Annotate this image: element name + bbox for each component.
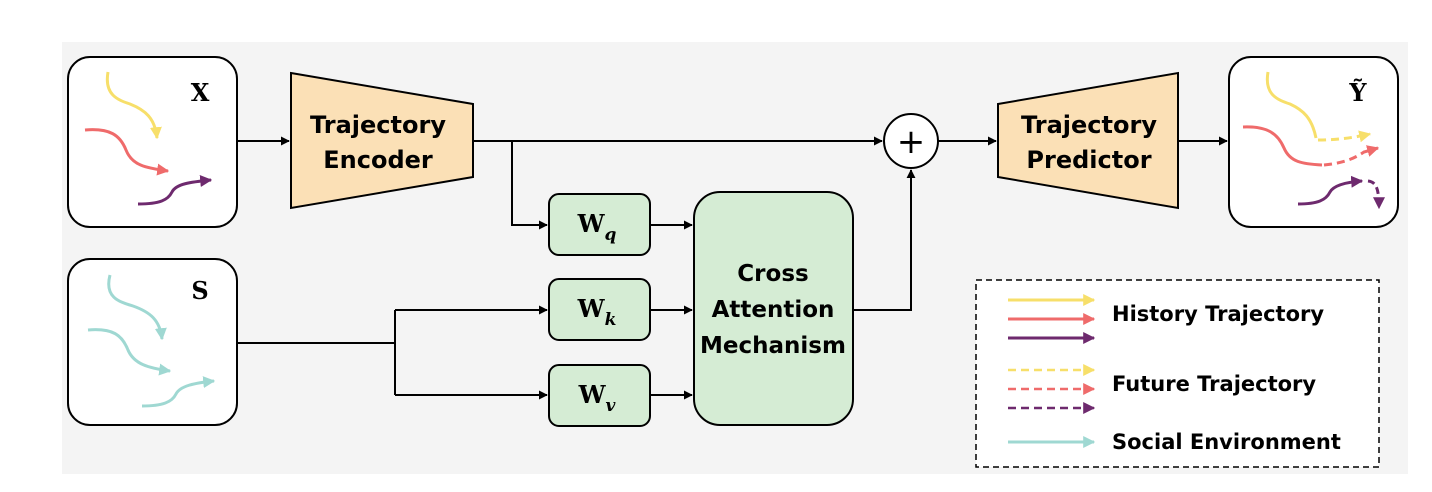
attention-line-3: Mechanism xyxy=(700,333,846,359)
encoder-line-2: Encoder xyxy=(323,146,433,174)
attention-line-1: Cross xyxy=(737,261,808,287)
svg-text:Wq: Wq xyxy=(577,209,617,245)
output-future-purple xyxy=(1367,179,1385,210)
history-input-box: X xyxy=(67,56,238,228)
predictor-line-1: Trajectory xyxy=(1021,111,1157,139)
wk-projection: Wk xyxy=(548,278,651,341)
legend-history-label: History Trajectory xyxy=(1112,302,1324,326)
sum-symbol: + xyxy=(897,122,926,162)
output-box: Ỹ xyxy=(1228,56,1399,228)
legend-frame xyxy=(975,279,1380,468)
output-future-red xyxy=(1323,145,1380,167)
wv-projection: Wv xyxy=(548,364,651,427)
svg-text:Wk: Wk xyxy=(577,294,617,330)
output-history-purple xyxy=(1297,175,1364,206)
history-path-yellow xyxy=(105,71,162,140)
trajectory-encoder: Trajectory Encoder xyxy=(290,71,474,210)
output-future-yellow xyxy=(1317,130,1372,143)
legend-social-label: Social Environment xyxy=(1112,430,1341,454)
output-label: Ỹ xyxy=(1348,78,1367,107)
social-path-3 xyxy=(141,376,216,408)
svg-text:Wv: Wv xyxy=(578,380,617,416)
encoder-line-1: Trajectory xyxy=(310,111,446,139)
wk-subscript: k xyxy=(605,310,617,330)
cross-attention-block: Cross Attention Mechanism xyxy=(693,191,854,426)
history-input-label: X xyxy=(191,78,210,107)
wq-base: W xyxy=(577,209,606,238)
social-input-box: S xyxy=(67,258,238,426)
predictor-line-2: Predictor xyxy=(1026,146,1151,174)
legend: History Trajectory Future Trajectory Soc… xyxy=(975,279,1380,468)
attention-line-2: Attention xyxy=(712,297,835,323)
sum-node: + xyxy=(883,113,939,169)
social-path-2 xyxy=(87,328,172,376)
history-path-red xyxy=(84,128,170,176)
wk-base: W xyxy=(577,294,606,323)
wq-projection: Wq xyxy=(548,193,651,256)
output-history-red xyxy=(1242,125,1323,167)
history-path-purple xyxy=(137,175,213,206)
legend-future-label: Future Trajectory xyxy=(1112,372,1316,396)
edge-encoder-to-wq xyxy=(511,141,548,230)
output-history-yellow xyxy=(1265,71,1318,139)
trajectory-predictor: Trajectory Predictor xyxy=(997,71,1179,210)
edge-attention-to-sum xyxy=(853,169,916,311)
social-path-1 xyxy=(107,274,167,341)
social-input-label: S xyxy=(191,276,208,305)
wv-subscript: v xyxy=(606,396,617,416)
wq-subscript: q xyxy=(605,225,617,245)
connectors xyxy=(237,136,1228,400)
wv-base: W xyxy=(578,380,607,409)
